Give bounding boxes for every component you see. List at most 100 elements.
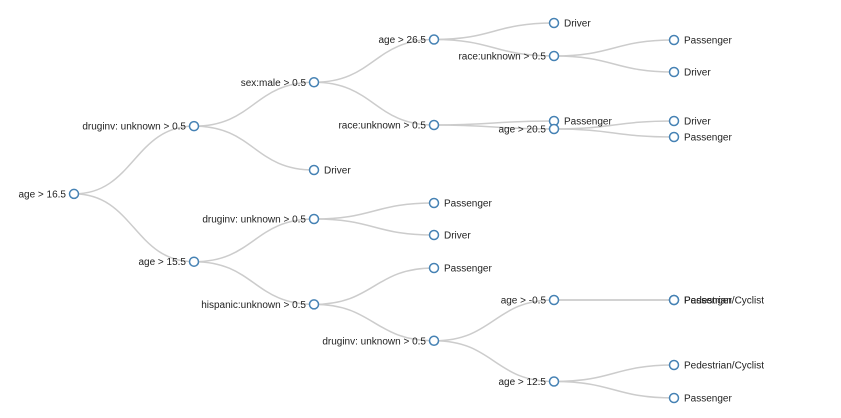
leaf-label: Driver bbox=[564, 19, 591, 30]
tree-leaf-driver[interactable]: Driver bbox=[548, 17, 592, 30]
node-circle[interactable] bbox=[668, 359, 680, 371]
node-circle[interactable] bbox=[428, 34, 440, 45]
node-circle[interactable] bbox=[668, 34, 680, 46]
split-label: race:unknown > 0.5 bbox=[338, 121, 426, 132]
split-label: age > -0.5 bbox=[501, 296, 547, 307]
node-circle[interactable] bbox=[548, 50, 560, 62]
tree-split-node[interactable]: druginv: unknown > 0.5 bbox=[82, 120, 200, 133]
tree-leaf-driver[interactable]: Driver bbox=[308, 164, 352, 177]
leaf-label: Passenger bbox=[684, 133, 732, 144]
tree-link bbox=[193, 218, 315, 263]
node-circle[interactable] bbox=[428, 229, 440, 241]
node-circle[interactable] bbox=[428, 197, 440, 209]
leaf-label: Pedestrian/Cyclist bbox=[684, 361, 764, 372]
tree-leaf-passenger[interactable]: Passenger bbox=[668, 34, 733, 47]
tree-link bbox=[313, 303, 435, 342]
node-circle[interactable] bbox=[68, 188, 80, 200]
tree-split-node[interactable]: race:unknown > 0.5 bbox=[338, 119, 440, 132]
node-circle[interactable] bbox=[668, 392, 680, 404]
split-label: age > 20.5 bbox=[498, 125, 546, 136]
tree-link bbox=[313, 81, 435, 126]
tree-link bbox=[433, 124, 555, 130]
tree-split-node[interactable]: age > 20.5 bbox=[498, 123, 560, 136]
split-label: druginv: unknown > 0.5 bbox=[82, 122, 186, 133]
tree-split-node[interactable]: age > -0.5 bbox=[501, 294, 560, 307]
split-label: druginv: unknown > 0.5 bbox=[202, 215, 306, 226]
leaf-label: Passenger bbox=[684, 394, 732, 405]
split-label: sex:male > 0.5 bbox=[241, 78, 307, 89]
tree-link bbox=[433, 340, 555, 383]
tree-split-node[interactable]: hispanic:unknown > 0.5 bbox=[201, 299, 320, 311]
node-circle[interactable] bbox=[668, 115, 680, 127]
tree-split-node[interactable]: age > 16.5 bbox=[18, 188, 80, 200]
tree-link bbox=[433, 299, 555, 342]
tree-split-node[interactable]: druginv: unknown > 0.5 bbox=[322, 335, 440, 347]
leaf-label: Passenger bbox=[684, 296, 732, 307]
tree-split-node[interactable]: age > 15.5 bbox=[138, 256, 200, 268]
node-circle[interactable] bbox=[308, 213, 320, 225]
tree-link bbox=[313, 202, 435, 220]
tree-leaf-passenger[interactable]: Passenger bbox=[668, 131, 733, 144]
tree-link bbox=[433, 22, 555, 41]
tree-leaf-driver[interactable]: Driver bbox=[668, 66, 712, 79]
leaf-label: Passenger bbox=[444, 199, 492, 210]
split-label: age > 15.5 bbox=[138, 257, 186, 268]
tree-links bbox=[73, 22, 675, 399]
tree-link bbox=[193, 260, 315, 306]
node-circle[interactable] bbox=[548, 17, 560, 29]
leaf-label: Driver bbox=[444, 231, 471, 242]
split-label: age > 16.5 bbox=[18, 189, 66, 200]
tree-link bbox=[73, 193, 195, 263]
leaf-label: Driver bbox=[324, 166, 351, 177]
leaf-label: Passenger bbox=[564, 117, 612, 128]
node-circle[interactable] bbox=[668, 131, 680, 143]
tree-leaf-passenger[interactable]: Passenger bbox=[668, 392, 733, 405]
tree-link bbox=[193, 125, 315, 171]
node-circle[interactable] bbox=[548, 123, 560, 135]
split-label: druginv: unknown > 0.5 bbox=[322, 336, 426, 347]
tree-link bbox=[553, 39, 675, 57]
tree-link bbox=[313, 218, 435, 236]
tree-link bbox=[553, 128, 675, 138]
leaf-label: Driver bbox=[684, 68, 711, 79]
node-circle[interactable] bbox=[668, 294, 680, 306]
tree-leaf-passenger[interactable]: Passenger bbox=[548, 115, 613, 128]
split-label: age > 12.5 bbox=[498, 377, 546, 388]
tree-leaf-driver[interactable]: Driver bbox=[668, 115, 712, 128]
tree-link bbox=[313, 38, 435, 83]
leaf-label: Driver bbox=[684, 117, 711, 128]
split-label: hispanic:unknown > 0.5 bbox=[201, 300, 306, 311]
tree-leaf-passenger[interactable]: Passenger bbox=[428, 262, 493, 275]
node-circle[interactable] bbox=[428, 262, 440, 274]
tree-split-node[interactable]: age > 12.5 bbox=[498, 376, 560, 388]
node-circle[interactable] bbox=[428, 119, 440, 131]
node-circle[interactable] bbox=[548, 376, 560, 387]
node-circle[interactable] bbox=[308, 164, 320, 176]
node-circle[interactable] bbox=[428, 335, 440, 346]
tree-split-node[interactable]: age > 26.5 bbox=[378, 34, 440, 46]
tree-split-node[interactable]: race:unknown > 0.5 bbox=[458, 50, 560, 63]
node-circle[interactable] bbox=[308, 77, 320, 88]
leaf-label: Passenger bbox=[684, 36, 732, 47]
tree-link bbox=[553, 380, 675, 399]
tree-split-node[interactable]: sex:male > 0.5 bbox=[241, 77, 320, 89]
node-circle[interactable] bbox=[188, 256, 200, 267]
tree-leaf-pedestrian-cyclist[interactable]: Pedestrian/Cyclist bbox=[668, 359, 765, 372]
split-label: age > 26.5 bbox=[378, 35, 426, 46]
tree-leaf-passenger[interactable]: Passenger bbox=[428, 197, 493, 210]
node-circle[interactable] bbox=[548, 294, 560, 306]
tree-link bbox=[193, 81, 315, 127]
tree-leaf-pedestrian-cyclist[interactable]: Pedestrian/Cyclist bbox=[668, 294, 765, 307]
tree-leaf-driver[interactable]: Driver bbox=[428, 229, 472, 242]
node-circle[interactable] bbox=[308, 299, 320, 310]
leaf-label: Pedestrian/Cyclist bbox=[684, 296, 764, 307]
tree-link bbox=[73, 125, 195, 195]
node-circle[interactable] bbox=[668, 66, 680, 78]
tree-split-node[interactable]: druginv: unknown > 0.5 bbox=[202, 213, 320, 226]
node-circle[interactable] bbox=[188, 120, 200, 132]
tree-link bbox=[553, 55, 675, 73]
tree-link bbox=[433, 38, 555, 57]
leaf-label: Passenger bbox=[444, 264, 492, 275]
